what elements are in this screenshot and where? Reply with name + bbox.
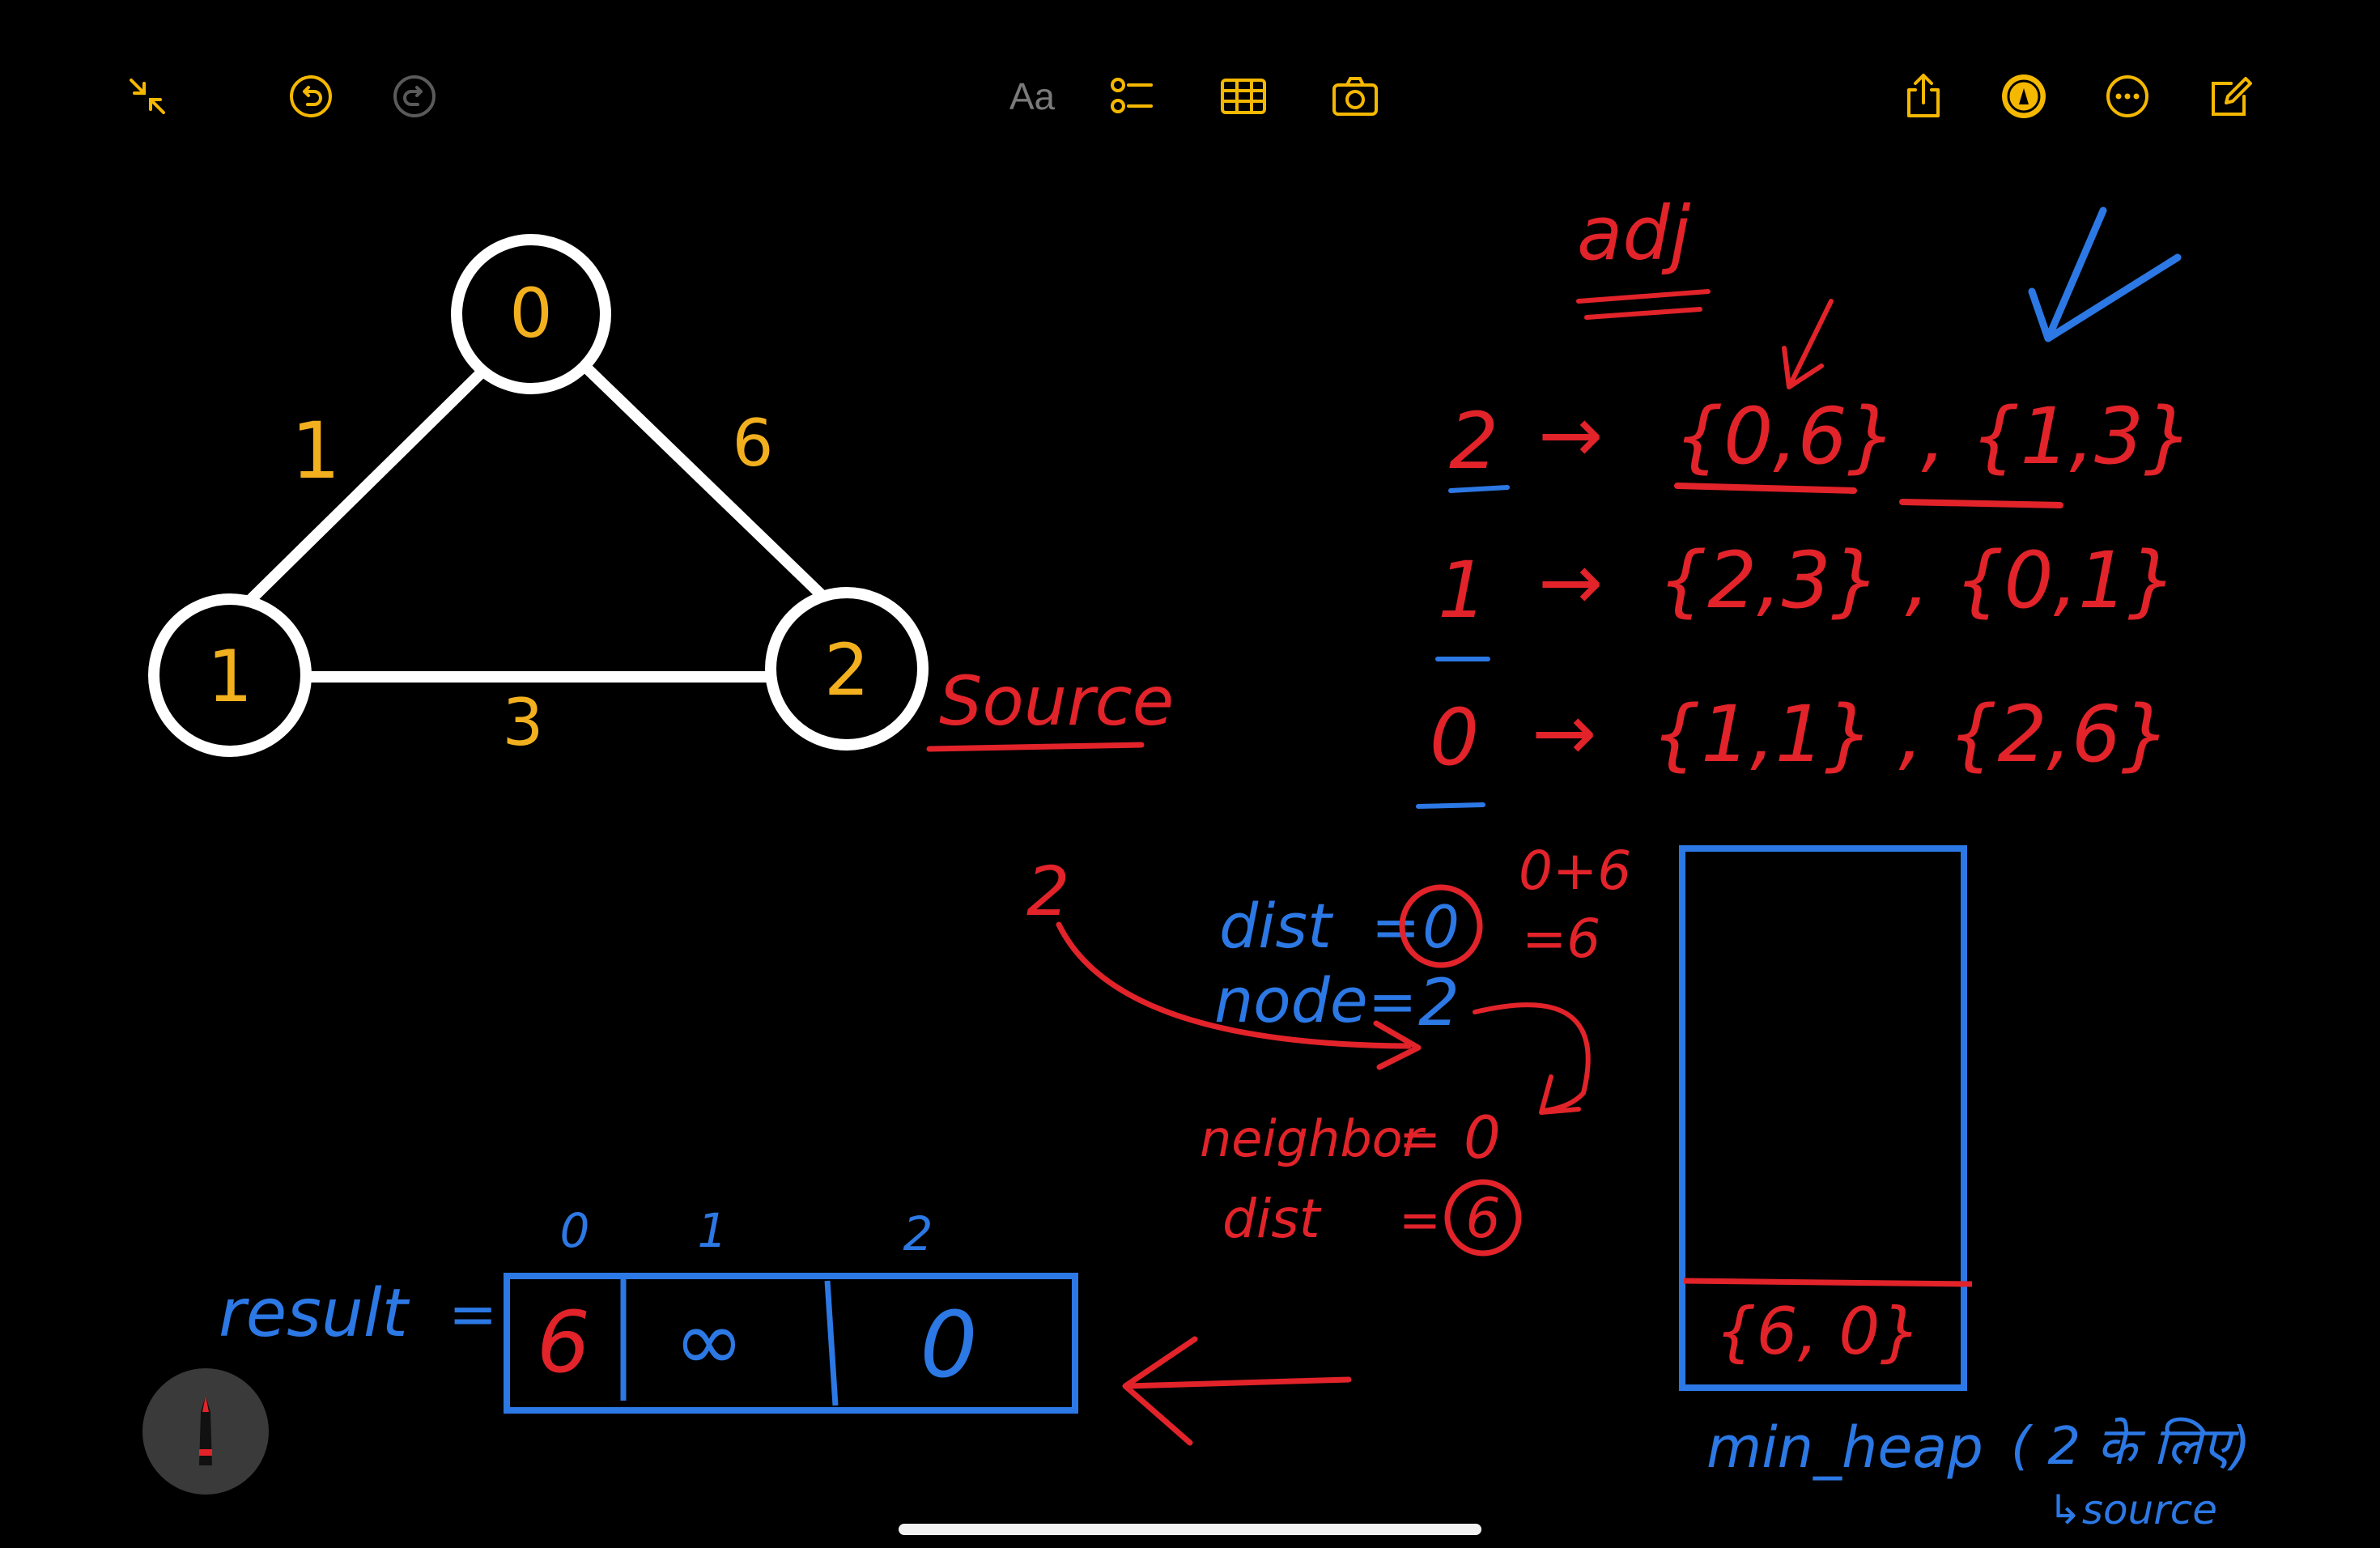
result-index-1: 1 [698,1203,728,1258]
result-array-box [504,1273,1078,1414]
adj-row-0: 0 → {1,1} , {2,6} [1416,687,2170,809]
adj-row-2: 2 → {0,6} , {1,3} [1448,389,2193,508]
neighbor-label: neighbor [1200,1109,1426,1168]
source-label: Source [939,661,1174,741]
neighbor-dist-circle [1444,1179,1522,1257]
neighbor-dist-label: dist [1222,1188,1322,1250]
table-icon[interactable] [1216,69,1271,124]
adj-title: adj [1577,190,1691,277]
adj-row-list: {0,6} , {1,3} [1674,391,2193,482]
dist-value: 0 [1422,893,1460,961]
min-heap: {6, 0} [1679,845,1973,1391]
adj-row-arrow: → [1532,687,1596,778]
redo-icon[interactable] [387,69,442,124]
edge-weight-0-2: 6 [733,406,774,481]
neighbor-dist-value: 6 [1465,1187,1500,1251]
home-indicator[interactable] [899,1524,1481,1535]
adj-row-1: 1 → {2,3} , {0,1} [1435,535,2177,661]
result-label: result [219,1275,410,1352]
adj-row-arrow: → [1538,389,1603,480]
dist-value-circle [1399,884,1483,968]
node-1-label: 1 [207,635,253,718]
source-underline [926,742,1145,752]
node-2-label: 2 [824,628,869,712]
neighbor-value: 0 [1464,1104,1501,1172]
neighbor-curve-arrow [1473,1002,1591,1115]
edge-weight-1-0: 1 [291,406,340,496]
collapse-icon[interactable] [120,69,175,124]
sum-expression: 0+6 [1519,840,1631,902]
min-heap-top-entry-line [1683,1278,1973,1287]
edge-weight-1-2: 3 [503,685,544,760]
adj-row-arrow: → [1538,537,1603,627]
sum-result: =6 [1522,908,1600,970]
node-equals: = [1368,968,1417,1036]
pencil-icon [199,1396,212,1465]
result-array: 6 ∞ 0 [504,1273,1078,1414]
adj-row-node-underline [1416,802,1485,809]
adj-row-node: 1 [1438,545,1487,636]
result-index-2: 2 [903,1206,933,1261]
graph-node-2: 2 [765,587,929,751]
checklist-icon[interactable] [1104,69,1159,124]
notes-toolbar: Aa [0,0,2380,194]
popped-node: 2 [1026,852,1069,931]
adj-row-list: {2,3} , {0,1} [1658,535,2177,626]
edge-1-0 [229,363,491,621]
result-arrow [1122,1336,1352,1446]
markup-pen-icon[interactable] [1996,69,2051,124]
adj-underline [1576,289,1711,320]
adj-row-highlight [1674,483,2063,508]
graph-node-1: 1 [148,593,312,757]
adj-row-node: 2 [1449,396,1498,487]
result-cell-1: ∞ [674,1291,745,1390]
graph-node-0: 0 [451,234,611,394]
min-heap-note-sub: ↳source [2048,1486,2217,1533]
text-format-icon[interactable]: Aa [996,69,1069,124]
pencil-tool-button[interactable] [142,1368,269,1495]
result-cell-2: 0 [920,1293,977,1398]
result-equals: = [448,1280,497,1348]
share-icon[interactable] [1896,69,1951,124]
min-heap-entry: {6, 0} [1715,1294,1921,1369]
min-heap-note: ( 2 के लिए) [2011,1417,2250,1477]
undo-icon[interactable] [283,69,338,124]
more-icon[interactable] [2100,69,2155,124]
min-heap-label: min_heap [1706,1414,1983,1481]
adj-row-node: 0 [1430,692,1479,783]
compose-icon[interactable] [2204,69,2259,124]
camera-icon[interactable] [1328,69,1383,124]
edge-0-2 [577,359,831,605]
graph-edges [229,359,831,683]
popped-arrow [1056,921,1422,1070]
adj-row-list: {1,1} , {2,6} [1651,689,2170,780]
text-format-label: Aa [1009,75,1056,117]
neighbor-equals: = [1399,1109,1441,1168]
adj-row-node-underline [1448,485,1510,493]
check-mark-icon [2028,206,2182,342]
min-heap-box [1679,845,1967,1391]
dist-label: dist [1219,890,1334,962]
result-cell-0: 6 [537,1293,590,1392]
neighbor-dist-equals: = [1399,1190,1441,1249]
node-value: 2 [1418,965,1460,1040]
node-label: node [1214,964,1368,1036]
pointer-arrow-icon [1782,299,1834,389]
node-0-label: 0 [509,274,552,353]
result-index-0: 0 [560,1203,590,1258]
result-divider-2 [824,1280,839,1406]
